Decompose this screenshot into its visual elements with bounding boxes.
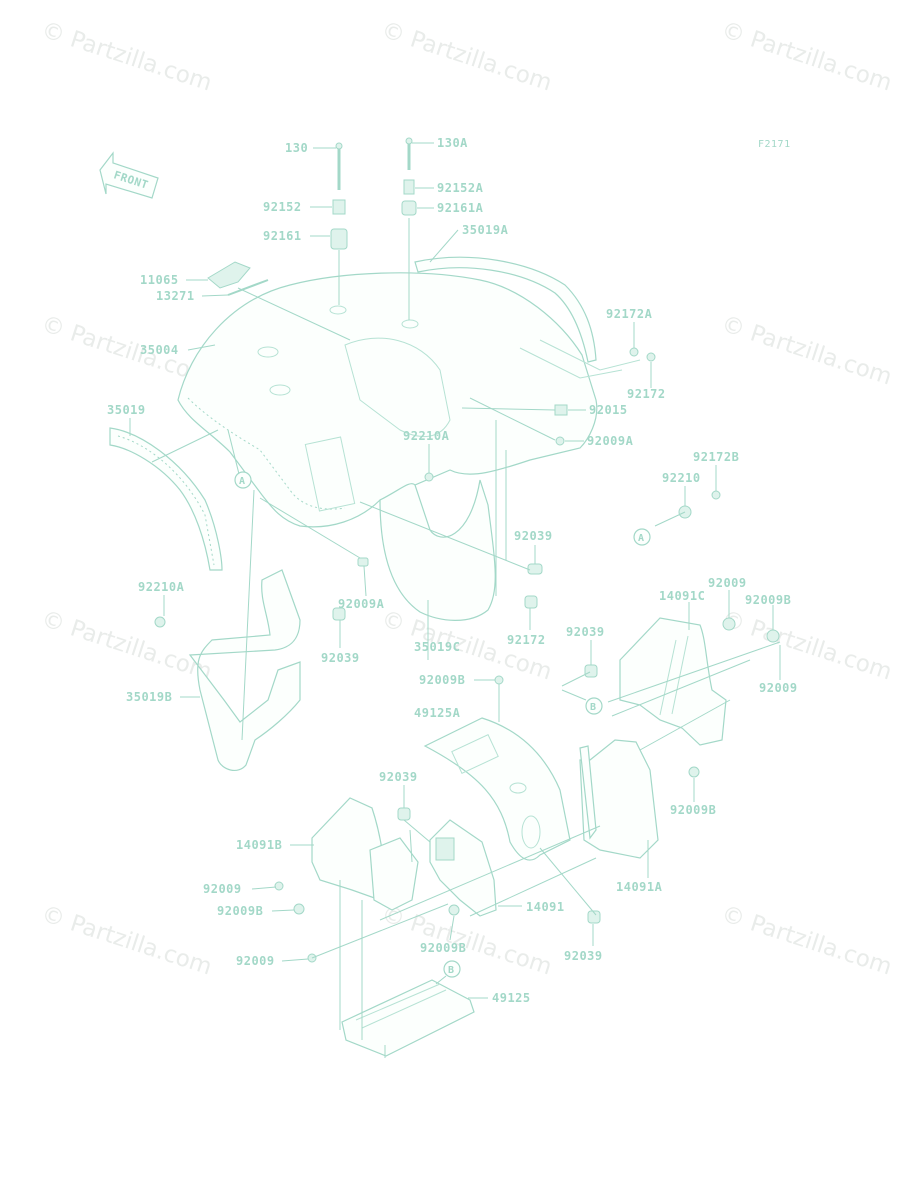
part-label: 92009B [420, 941, 466, 955]
part-label: 35004 [140, 343, 179, 357]
part-label: 11065 [140, 273, 179, 287]
ref-a-label: A [239, 476, 246, 487]
part-label: 92152A [437, 181, 484, 195]
watermark: © Partzilla.com [718, 901, 895, 981]
watermark: © Partzilla.com [718, 606, 895, 686]
part-label: 92009 [708, 576, 747, 590]
part-label: 92210A [403, 429, 450, 443]
ref-a-label: A [638, 533, 645, 544]
part-label: 130 [285, 141, 308, 155]
part-label: 92172A [606, 307, 653, 321]
part-label: 92039 [564, 949, 603, 963]
part-label: 92161A [437, 201, 484, 215]
part-label: 92009 [759, 681, 798, 695]
part-labels: 130 130A 92152A 92161A 92152 92161 35019… [107, 136, 798, 1005]
part-label: 49125A [414, 706, 461, 720]
part-label: 92039 [379, 770, 418, 784]
inner-fender-35019c-shape [379, 479, 496, 621]
fender-panel [304, 436, 356, 512]
part-label: 92152 [263, 200, 302, 214]
part-label: 14091A [616, 880, 663, 894]
part-label: 92009B [670, 803, 716, 817]
part-label: 92161 [263, 229, 302, 243]
watermark: © Partzilla.com [38, 901, 215, 981]
part-label: 14091 [526, 900, 565, 914]
part-label: 92009 [236, 954, 275, 968]
cover-14091c-shape [619, 617, 727, 746]
watermark: © Partzilla.com [38, 17, 215, 97]
part-label: 35019C [414, 640, 460, 654]
fender-35004-shape [177, 272, 641, 528]
damper-92161 [330, 228, 348, 250]
ref-b-icon: B [585, 697, 603, 715]
part-label: 49125 [492, 991, 531, 1005]
ref-b-label: B [448, 965, 455, 976]
hardware [154, 137, 780, 963]
figure-code: F2171 [758, 139, 791, 150]
part-label: 92172B [693, 450, 739, 464]
part-label: 92009A [587, 434, 634, 448]
ref-a-icon: A [234, 471, 252, 489]
damper-92161a [401, 200, 417, 216]
tray-49125-shape [341, 979, 475, 1057]
watermark: © Partzilla.com [718, 311, 895, 391]
cover-14091b-shape [311, 797, 419, 911]
part-label: 92210A [138, 580, 185, 594]
part-label: 35019 [107, 403, 146, 417]
part-label: 92009A [338, 597, 385, 611]
watermark: © Partzilla.com [38, 606, 215, 686]
part-label: 92009B [745, 593, 791, 607]
part-label: 92015 [589, 403, 628, 417]
part-label: 92172 [507, 633, 546, 647]
cover-49125a-shape [423, 717, 571, 861]
leader-lines [129, 142, 781, 1058]
cover-14091-shape [429, 819, 497, 917]
part-label: 92009 [203, 882, 242, 896]
part-label: 14091C [659, 589, 705, 603]
part-label: 92009B [217, 904, 263, 918]
ref-b-label: B [590, 702, 597, 713]
part-label: 92009B [419, 673, 465, 687]
collar-92152a [403, 179, 415, 195]
rod-13271 [227, 279, 269, 296]
flap-35019-shape [109, 427, 223, 571]
ref-a-icon: A [633, 528, 651, 546]
part-label: 35019A [462, 223, 509, 237]
collar-92152 [332, 199, 346, 215]
part-label: 92039 [321, 651, 360, 665]
front-arrow-icon: FRONT [99, 151, 159, 199]
part-label: 92039 [566, 625, 605, 639]
bracket-11065 [207, 261, 251, 289]
part-label: 35019B [126, 690, 172, 704]
part-label: 14091B [236, 838, 282, 852]
watermark: © Partzilla.com [378, 17, 555, 97]
part-label: 92039 [514, 529, 553, 543]
part-label: 13271 [156, 289, 195, 303]
flap-35019a-shape [414, 256, 597, 363]
part-label: 92210 [662, 471, 701, 485]
watermark: © Partzilla.com [718, 17, 895, 97]
side-panel-35019b-shape [188, 569, 301, 772]
part-label: 92172 [627, 387, 666, 401]
cover-14091a-shape [579, 739, 659, 859]
ref-b-icon: B [443, 960, 461, 978]
part-label: 130A [437, 136, 468, 150]
